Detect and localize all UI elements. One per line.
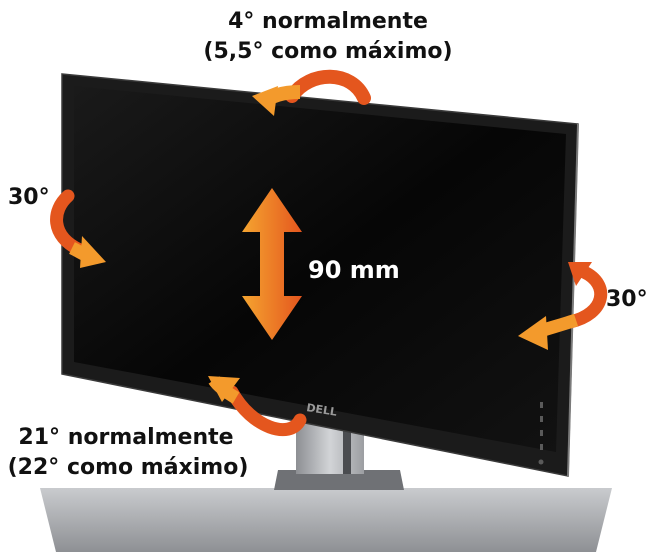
tilt-label-line1: 4° normalmente: [228, 9, 428, 34]
tilt-arrow-icon: [252, 69, 371, 116]
swivel-left-label: 30°: [8, 185, 50, 210]
pivot-arrow-icon: [208, 376, 307, 437]
monitor-buttons: [538, 402, 544, 465]
height-label: 90 mm: [308, 256, 400, 284]
tilt-label-line2: (5,5° como máximo): [203, 39, 453, 64]
pivot-label-line2: (22° como máximo): [7, 455, 249, 480]
swivel-left-arrow-icon: [50, 189, 106, 268]
height-arrow-icon: [242, 188, 302, 340]
monitor: DELL: [61, 73, 579, 477]
stand-base: [40, 470, 612, 552]
monitor-screen: [74, 86, 566, 452]
swivel-right-arrow-icon: [518, 262, 608, 350]
brand-logo: DELL: [306, 401, 338, 419]
pivot-label-line1: 21° normalmente: [18, 425, 234, 450]
swivel-right-label: 30°: [606, 287, 648, 312]
